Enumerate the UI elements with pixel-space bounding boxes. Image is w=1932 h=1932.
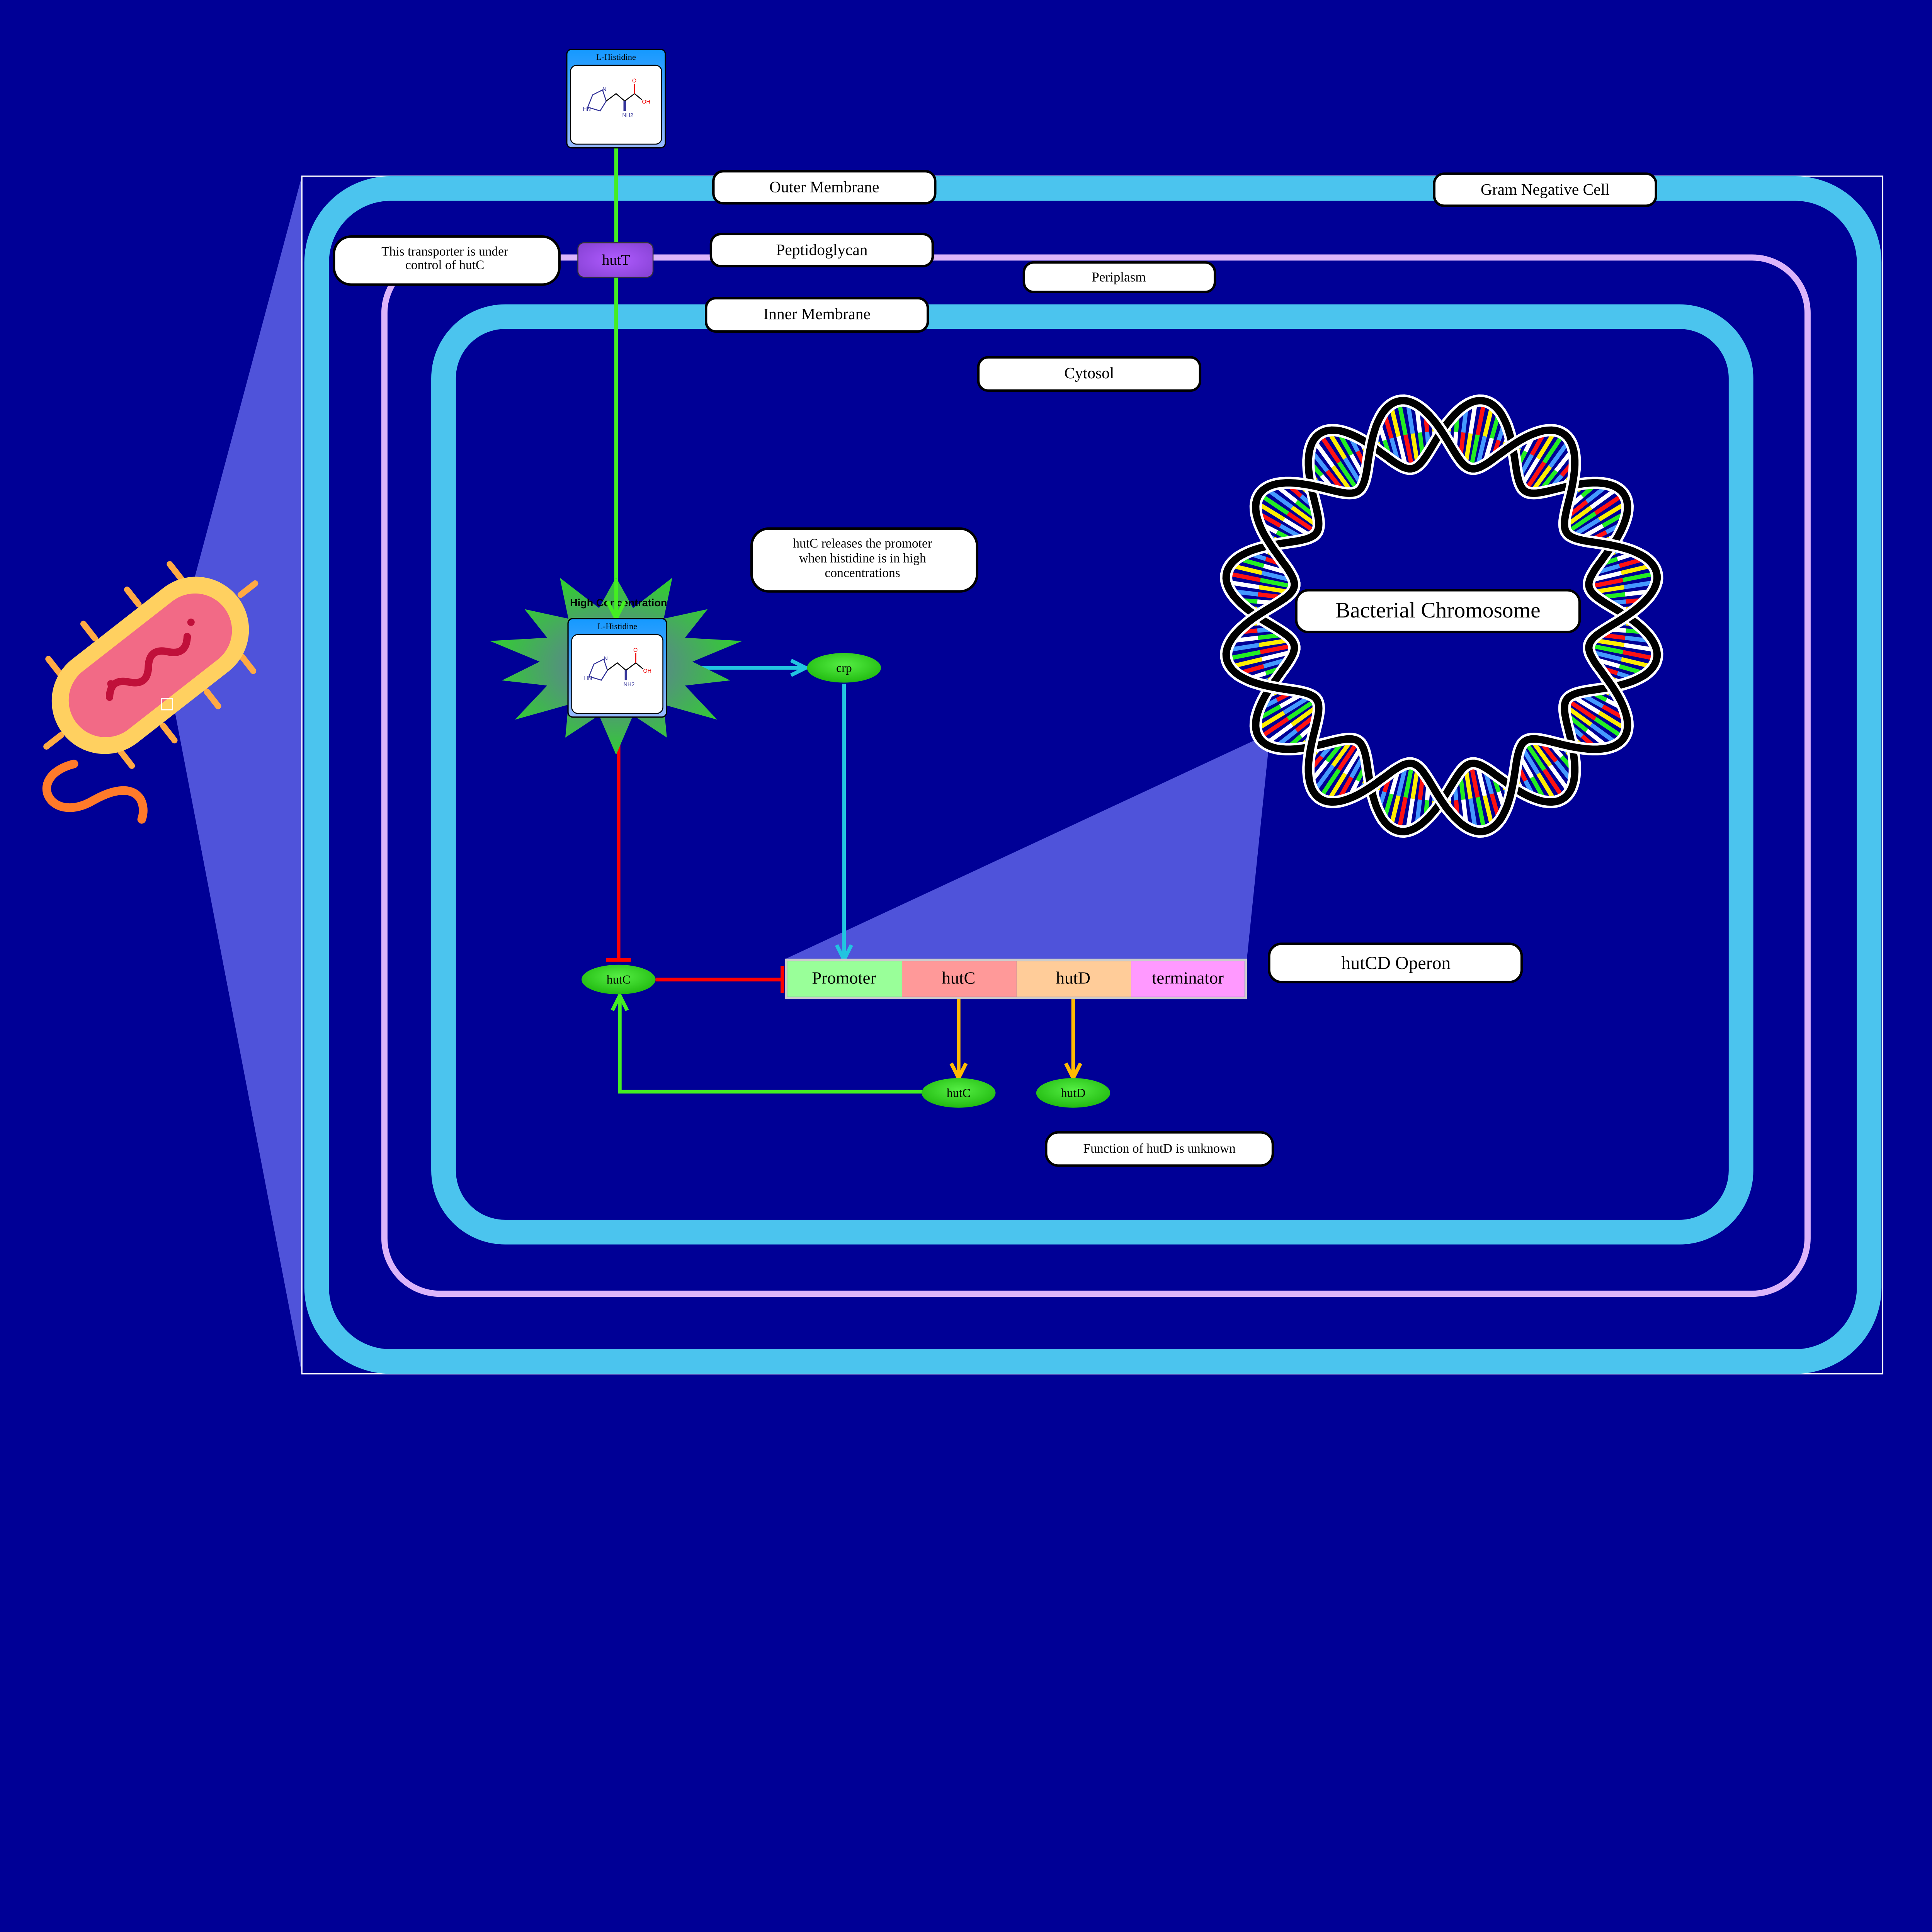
bacterial-chromosome	[1220, 394, 1663, 838]
metabolite-label: L-Histidine	[597, 621, 637, 631]
label-text: Outer Membrane	[769, 178, 879, 196]
label-text: Cytosol	[1064, 364, 1114, 382]
operon-projection	[786, 739, 1269, 959]
transporter-label: hutT	[602, 252, 630, 268]
atom-label: O	[632, 78, 636, 84]
note-hutd-function: Function of hutD is unknown	[1045, 1131, 1274, 1167]
peptidoglycan-layer	[381, 254, 1811, 1297]
arrowhead-icon	[611, 991, 629, 1011]
arrowhead-icon	[790, 658, 810, 677]
label-inner-membrane: Inner Membrane	[704, 297, 929, 333]
operon-part-terminator[interactable]: terminator	[1131, 961, 1245, 997]
protein-hutd-product[interactable]: hutD	[1036, 1078, 1111, 1108]
inner-membrane	[431, 304, 1753, 1245]
diagram-canvas: Outer Membrane Gram Negative Cell Peptid…	[42, 0, 1884, 1375]
protein-label: hutD	[1061, 1086, 1086, 1100]
feedback-edge-hutc	[618, 997, 924, 1094]
protein-label: hutC	[607, 973, 631, 986]
operon-part-label: terminator	[1152, 968, 1224, 987]
label-chromosome: Bacterial Chromosome	[1295, 589, 1581, 634]
operon-part-label: hutD	[1056, 968, 1090, 987]
label-text: Bacterial Chromosome	[1335, 598, 1541, 622]
protein-hutc-product[interactable]: hutC	[922, 1078, 996, 1108]
zoom-projection	[162, 176, 302, 1374]
note-text: This transporter is under	[381, 244, 508, 259]
metabolite-label: L-Histidine	[596, 52, 636, 62]
label-cytosol: Cytosol	[977, 356, 1202, 392]
label-periplasm: Periplasm	[1022, 261, 1216, 293]
metabolite-l-histidine-extracellular[interactable]: L-Histidine HN N NH2 OH O	[567, 49, 665, 148]
protein-hutc-regulator[interactable]: hutC	[582, 964, 656, 995]
note-transporter: This transporter is under control of hut…	[332, 235, 561, 286]
structure-labels: HN N NH2 OH O	[583, 78, 650, 119]
atom-label: N	[602, 87, 606, 93]
label-hutcd-operon: hutCD Operon	[1268, 942, 1523, 983]
bacterium-icon	[42, 561, 259, 824]
label-outer-membrane: Outer Membrane	[712, 170, 937, 205]
dna-backbone-strand	[1222, 397, 1661, 835]
label-text: Inner Membrane	[764, 305, 871, 323]
atom-label: N	[604, 656, 608, 662]
operon-part-label: hutC	[942, 968, 975, 987]
structure-labels: HN N NH2 OH O	[584, 647, 651, 688]
label-text: Gram Negative Cell	[1481, 180, 1610, 198]
atom-label: O	[633, 647, 638, 653]
label-peptidoglycan: Peptidoglycan	[709, 233, 934, 267]
operon-part-hutc[interactable]: hutC	[902, 961, 1017, 997]
label-text: Peptidoglycan	[776, 241, 867, 259]
atom-label: OH	[642, 99, 650, 105]
atom-label: NH2	[622, 112, 633, 119]
note-text: when histidine is in high	[799, 551, 926, 565]
note-hutc-release: hutC releases the promoter when histidin…	[750, 527, 978, 593]
high-concentration-label: High Concentration	[570, 597, 667, 609]
outer-membrane	[304, 176, 1882, 1374]
note-text: concentrations	[825, 566, 900, 580]
atom-label: HN	[583, 106, 591, 112]
cell-frame	[301, 175, 1884, 1375]
hutcd-operon: Promoter hutC hutD terminator	[785, 958, 1247, 1000]
label-text: Periplasm	[1092, 270, 1146, 285]
atom-label: OH	[643, 668, 652, 674]
transporter-hutt[interactable]: hutT	[577, 242, 654, 278]
atom-label: NH2	[624, 682, 635, 688]
operon-part-hutd[interactable]: hutD	[1016, 961, 1131, 997]
note-text: control of hutC	[405, 258, 485, 272]
label-text: hutCD Operon	[1341, 953, 1451, 973]
atom-label: HN	[584, 675, 592, 682]
operon-part-label: Promoter	[812, 968, 876, 987]
operon-part-promoter[interactable]: Promoter	[787, 961, 902, 997]
protein-crp[interactable]: crp	[807, 653, 881, 683]
note-text: Function of hutD is unknown	[1083, 1141, 1236, 1156]
label-gram-negative-cell: Gram Negative Cell	[1433, 172, 1657, 207]
protein-label: crp	[836, 661, 852, 675]
note-text: hutC releases the promoter	[793, 536, 932, 551]
protein-label: hutC	[947, 1086, 971, 1100]
metabolite-l-histidine-cytosol[interactable]: L-Histidine HN N NH2 OH O	[568, 619, 667, 717]
